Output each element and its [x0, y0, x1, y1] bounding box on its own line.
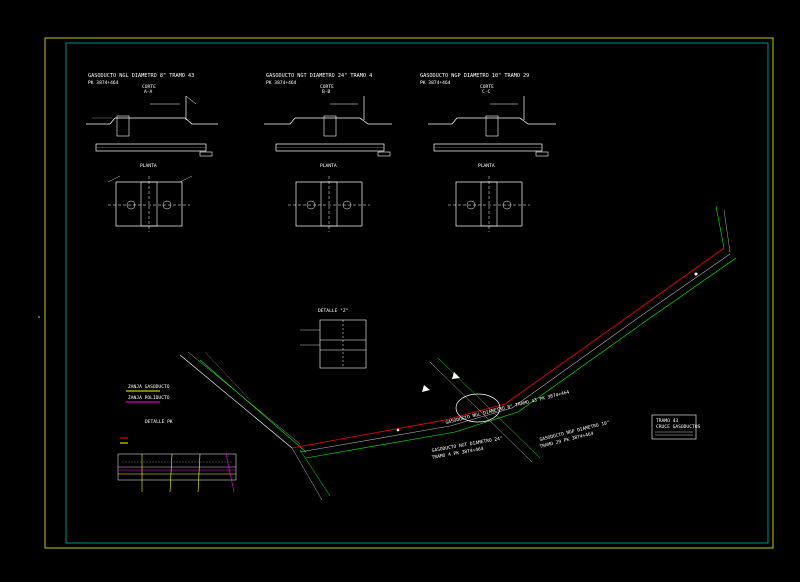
- section-3-title: GASODUCTO NGP DIAMETRO 10" TRAMO 29: [420, 73, 529, 79]
- section-1-corte: CORTE: [142, 84, 156, 90]
- section-3-planta: PLANTA: [478, 163, 495, 169]
- section-2-corte: CORTE: [320, 84, 334, 90]
- detalle-pk-strip: [117, 437, 237, 493]
- section-2-title: GASODUCTO NGT DIAMETRO 24" TRAMO 4: [266, 73, 372, 79]
- section-2-corte-sub: B-B: [322, 89, 331, 95]
- annotation-main: GASODUCTO NGL DIAMETRO 8" TRAMO 43 PK 38…: [445, 389, 570, 426]
- section-1-planta: PLANTA: [140, 163, 157, 169]
- inner-frame: [65, 42, 769, 544]
- section-2-planta: PLANTA: [320, 163, 337, 169]
- legend-item-1-label: ZANJA GASODUCTO: [128, 384, 170, 390]
- section-1: GASODUCTO NGL DIAMETRO 8" TRAMO 43 PK 38…: [86, 73, 218, 232]
- section-3: GASODUCTO NGP DIAMETRO 10" TRAMO 29 PK 3…: [420, 73, 556, 232]
- section-1-title: GASODUCTO NGL DIAMETRO 8" TRAMO 43: [88, 73, 194, 79]
- detail-z: DETALLE "Z": [300, 308, 367, 369]
- legend: ZANJA GASODUCTO ZANJA POLIDUCTO DETALLE …: [126, 384, 173, 425]
- section-2: GASODUCTO NGT DIAMETRO 24" TRAMO 4 PK 38…: [264, 73, 392, 232]
- section-3-pk: PK 3874+464: [420, 80, 451, 86]
- section-3-corte: CORTE: [480, 84, 494, 90]
- section-2-pk: PK 3874+464: [266, 80, 297, 86]
- title-block: TRAMO 43 CRUCE GASODUCTOS: [651, 414, 700, 440]
- title-block-line1: TRAMO 43: [656, 418, 678, 424]
- title-block-line2: CRUCE GASODUCTOS: [656, 424, 700, 430]
- section-1-corte-sub: A-A: [144, 89, 153, 95]
- section-1-pk: PK 3874+464: [88, 80, 119, 86]
- outer-frame: [44, 37, 774, 549]
- section-3-corte-sub: C-C: [482, 89, 491, 95]
- detail-z-title: DETALLE "Z": [318, 308, 348, 314]
- legend-detalle-pk: DETALLE PK: [145, 419, 173, 425]
- legend-item-2-label: ZANJA POLIDUCTO: [128, 395, 170, 401]
- route-map: GASODUCTO NGL DIAMETRO 8" TRAMO 43 PK 38…: [179, 205, 737, 501]
